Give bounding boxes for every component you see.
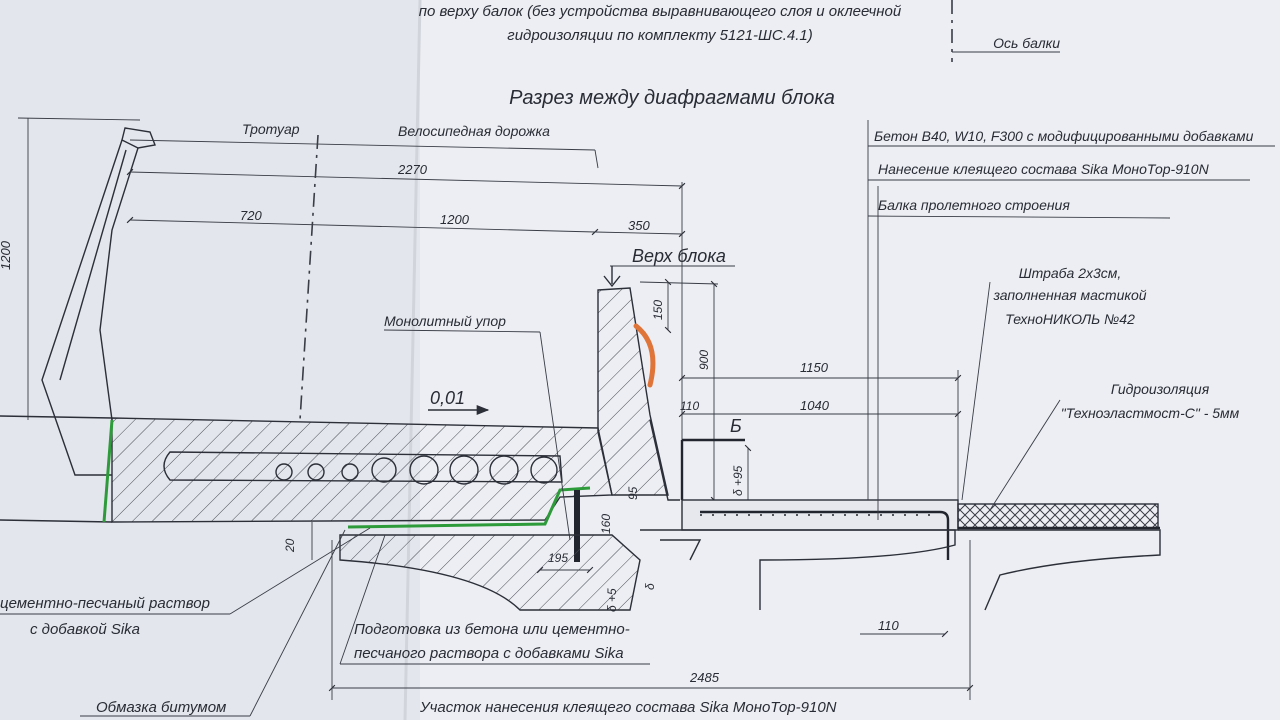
dim-900: 900	[697, 350, 711, 370]
curb-foot	[649, 419, 680, 501]
dim-150: 150	[651, 300, 665, 320]
zone-divider-axis	[299, 134, 319, 421]
void-circles	[275, 455, 558, 485]
paper-fold-left	[0, 0, 420, 720]
label-beam: Балка пролетного строения	[878, 197, 1070, 213]
beam-right-section	[958, 529, 1161, 611]
section-title: Разрез между диафрагмами блока	[509, 87, 835, 109]
beam-axis-label: Ось балки	[993, 35, 1060, 51]
label-waterproof-2: "Техноэластмост-С" - 5мм	[1061, 405, 1240, 421]
label-bitumen: Обмазка битумом	[96, 699, 226, 716]
header-line-1: по верху балок (без устройства выравнива…	[419, 3, 902, 20]
label-prep-1: Подготовка из бетона или цементно-	[354, 621, 630, 638]
groove-leader	[961, 281, 991, 501]
section-mark-b: Б	[730, 416, 742, 436]
paper-crease	[403, 0, 422, 720]
dim-1200-vertical: 1200	[0, 240, 13, 270]
orange-markup	[633, 323, 656, 388]
dim-2270: 2270	[397, 162, 428, 177]
railing-cap	[121, 127, 156, 149]
slab-extension-top	[0, 415, 113, 419]
label-waterproof-1: Гидроизоляция	[1111, 381, 1210, 397]
dim-95: 95	[626, 486, 640, 500]
rebar-hook	[700, 510, 950, 560]
dim-720: 720	[240, 208, 262, 223]
label-prep-2: песчаного раствора с добавками Sika	[354, 645, 624, 662]
dim-160: 160	[599, 514, 613, 534]
dim-1040: 1040	[800, 398, 830, 413]
dim-720-1200-line	[126, 216, 599, 236]
waterproofing-layer	[957, 503, 1159, 529]
dim-110-bottom: 110	[878, 618, 899, 633]
railing-outer	[41, 139, 123, 476]
zone-line	[129, 139, 596, 151]
beam-left-section	[339, 534, 641, 611]
zone-sidewalk: Тротуар	[242, 121, 300, 137]
green-markup-left	[102, 419, 114, 523]
railing-mid	[59, 149, 127, 381]
dim-1200-top-ext	[17, 117, 141, 121]
waterproof-leader	[989, 399, 1061, 511]
deck-concrete	[681, 499, 959, 531]
label-concrete: Бетон В40, W10, F300 с модифицированными…	[874, 128, 1254, 144]
monolith-stop-bar	[574, 490, 580, 562]
header-line-2: гидроизоляции по комплекту 5121-ШС.4.1)	[507, 27, 812, 44]
label-groove-1: Штраба 2х3см,	[1019, 265, 1122, 281]
zone-bike-path: Велосипедная дорожка	[398, 123, 550, 139]
mortar-leader	[229, 527, 371, 615]
green-markup-bottom	[347, 486, 591, 529]
sidewalk-slab	[111, 417, 613, 523]
beam-underline	[867, 215, 1171, 219]
dim-delta-5: δ +5	[605, 588, 619, 612]
block-top-arrow	[603, 266, 621, 288]
slab-extension-bottom	[0, 519, 113, 523]
zone-end-tick	[594, 149, 599, 169]
dim-ext-top	[639, 281, 719, 285]
dim-2270-line	[126, 168, 686, 190]
dim-195: 195	[548, 551, 568, 565]
dim-20: 20	[283, 538, 297, 553]
dim-delta: δ	[643, 583, 657, 590]
dim-1200-horizontal: 1200	[440, 212, 470, 227]
bitumen-leader	[249, 529, 346, 717]
railing-inner	[99, 147, 139, 421]
monolith-stop-leader-h	[383, 329, 541, 333]
label-groove-2: заполненная мастикой	[992, 287, 1146, 303]
dim-delta-95: δ +95	[731, 465, 745, 496]
monolith-stop-leader	[539, 331, 571, 541]
monolith-stop-label: Монолитный упор	[384, 313, 506, 329]
beam-mid-detail	[660, 539, 702, 561]
label-mortar-1: цементно-песчаный раствор	[0, 595, 210, 612]
prep-leader	[339, 534, 386, 665]
label-adhesive: Нанесение клеящего состава Sika МоноТор-…	[878, 161, 1210, 177]
label-mortar-2: с добавкой Sika	[30, 621, 140, 638]
dim-1150: 1150	[800, 360, 829, 375]
label-adhesive-area: Участок нанесения клеящего состава Sika …	[419, 699, 837, 716]
section-mark-b-line	[680, 438, 745, 500]
dim-350: 350	[628, 218, 650, 233]
dim-110-top: 110	[680, 399, 699, 413]
dim-350-line	[594, 230, 686, 238]
beam-mid-section	[640, 529, 956, 610]
slope-label: 0,01	[430, 388, 465, 408]
label-groove-3: ТехноНИКОЛЬ №42	[1005, 311, 1135, 327]
dim-2485: 2485	[689, 670, 720, 685]
block-top-label: Верх блока	[632, 246, 726, 266]
